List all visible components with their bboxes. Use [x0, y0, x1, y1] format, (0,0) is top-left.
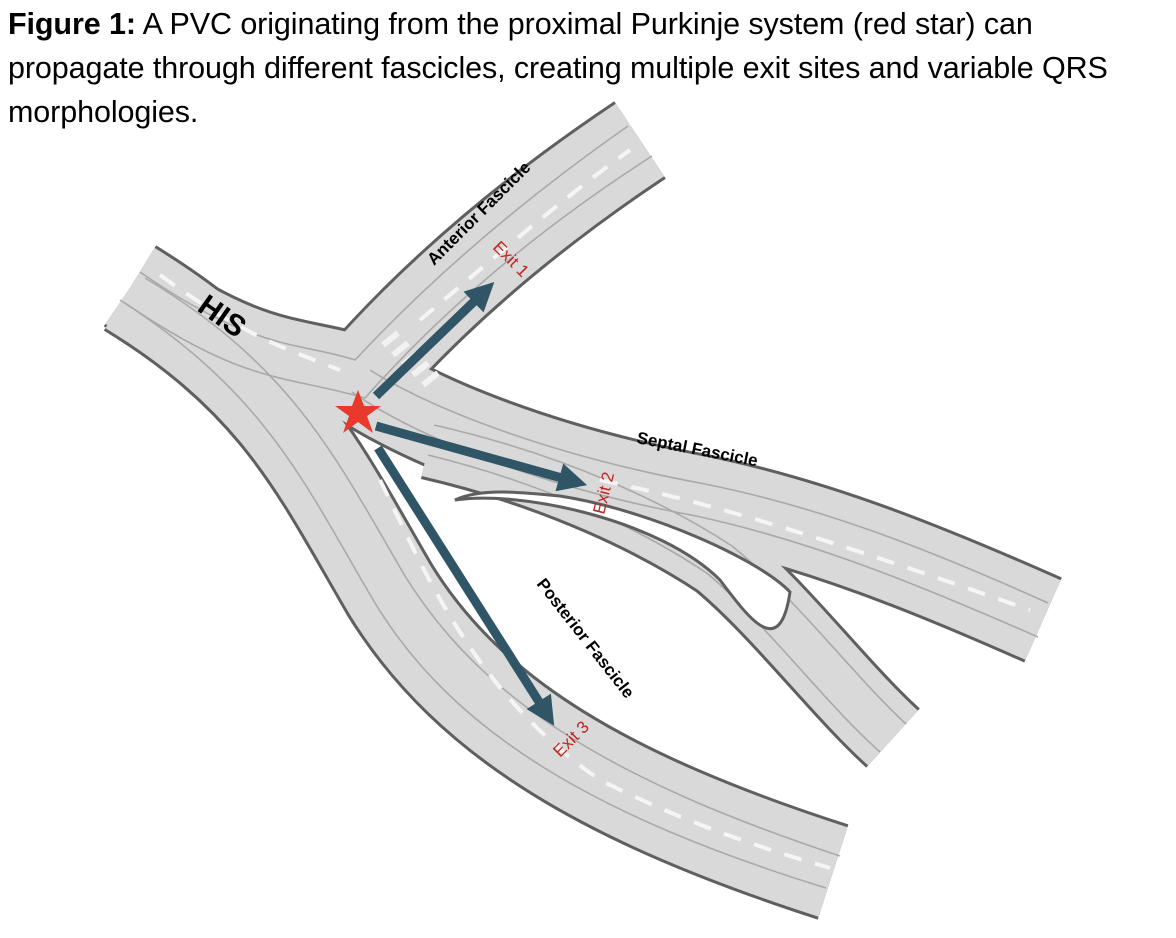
road-posterior — [105, 247, 848, 917]
figure-caption: Figure 1: A PVC originating from the pro… — [8, 2, 1173, 134]
arrow-exit-1 — [372, 282, 495, 400]
figure-caption-prefix: Figure 1: — [8, 7, 136, 41]
arrow-exit-2 — [374, 421, 588, 492]
arrow-exit-3 — [374, 445, 555, 726]
road-septal — [335, 343, 1061, 660]
pvc-origin-star-icon — [335, 390, 381, 433]
lane-lines — [119, 125, 1049, 889]
propagation-arrows — [372, 282, 588, 726]
branch-island — [454, 490, 792, 631]
centre-dashes — [158, 148, 1031, 870]
figure-caption-text: A PVC originating from the proximal Purk… — [8, 7, 1108, 129]
posterior-fascicle-label: Posterior Fascicle — [533, 575, 638, 702]
